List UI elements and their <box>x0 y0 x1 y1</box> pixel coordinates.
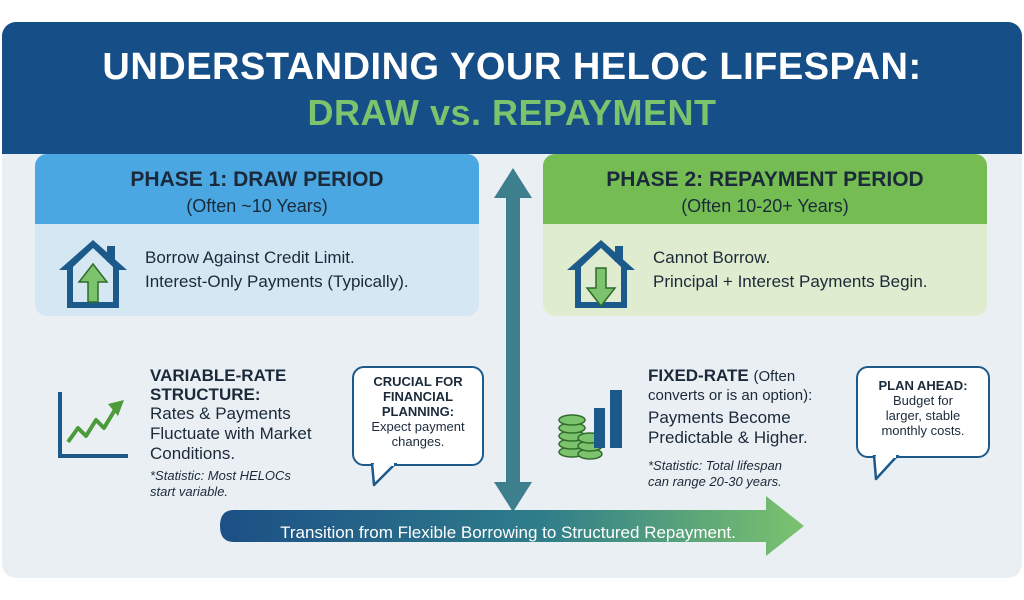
page-subtitle: DRAW vs. REPAYMENT <box>307 92 717 133</box>
phase2-subtitle: (Often 10-20+ Years) <box>681 196 849 216</box>
phase1-feature-heading2: STRUCTURE: <box>150 385 261 404</box>
divider-double-arrow <box>494 168 532 512</box>
phase2-feature-desc1: Payments Become <box>648 408 791 427</box>
phase2-stat-line2: can range 20-30 years. <box>648 474 782 489</box>
bubble1-heading3: PLANNING: <box>381 404 455 419</box>
bubble2-text2: larger, stable <box>885 408 961 423</box>
phase1-header: PHASE 1: DRAW PERIOD (Often ~10 Years) <box>35 154 479 224</box>
phase2-feature-desc2: Predictable & Higher. <box>648 428 808 447</box>
bubble1-heading1: CRUCIAL FOR <box>373 374 463 389</box>
coins-bar-chart-icon <box>558 390 622 460</box>
bubble1-tail <box>370 463 398 487</box>
phase2-feature: FIXED-RATE (Often converts or is an opti… <box>648 366 848 490</box>
page-title: UNDERSTANDING YOUR HELOC LIFESPAN: <box>102 46 922 88</box>
phase1-line1: Borrow Against Credit Limit. <box>145 248 355 267</box>
phase2-heading-text: FIXED-RATE <box>648 366 749 385</box>
phase2-title: PHASE 2: REPAYMENT PERIOD <box>606 168 924 191</box>
phase1-feature-desc3: Conditions. <box>150 444 236 463</box>
phase1-title: PHASE 1: DRAW PERIOD <box>130 168 384 191</box>
transition-arrow <box>220 496 804 556</box>
phase1-body: Borrow Against Credit Limit. Interest-On… <box>35 224 479 316</box>
house-down-arrow-icon <box>567 240 635 308</box>
transition-label: Transition from Flexible Borrowing to St… <box>280 523 736 542</box>
phase2-heading-note2: converts or is an option): <box>648 387 813 404</box>
phase2-callout-bubble: PLAN AHEAD: Budget for larger, stable mo… <box>856 366 990 458</box>
phase1-feature: VARIABLE-RATE STRUCTURE: Rates & Payment… <box>150 366 350 500</box>
phase1-stat-line2: start variable. <box>150 484 229 499</box>
house-up-arrow-icon <box>59 240 127 308</box>
phase2-line2: Principal + Interest Payments Begin. <box>653 272 928 291</box>
bubble2-text1: Budget for <box>893 393 953 408</box>
phase1-feature-desc2: Fluctuate with Market <box>150 424 312 443</box>
phase1-subtitle: (Often ~10 Years) <box>186 196 328 216</box>
bubble2-tail <box>872 455 900 481</box>
phase2-header: PHASE 2: REPAYMENT PERIOD (Often 10-20+ … <box>543 154 987 224</box>
phase2-feature-heading: FIXED-RATE (Often <box>648 366 848 386</box>
phase1-line2: Interest-Only Payments (Typically). <box>145 272 409 291</box>
phase2-stat-line1: *Statistic: Total lifespan <box>648 458 782 473</box>
phase1-feature-heading1: VARIABLE-RATE <box>150 366 287 385</box>
phase2-body: Cannot Borrow. Principal + Interest Paym… <box>543 224 987 316</box>
bubble1-heading2: FINANCIAL <box>382 389 454 404</box>
bubble2-heading1: PLAN AHEAD: <box>878 378 968 393</box>
phase2-heading-note1: (Often <box>753 368 796 385</box>
header-banner: UNDERSTANDING YOUR HELOC LIFESPAN: DRAW … <box>2 22 1022 154</box>
phase1-stat-line1: *Statistic: Most HELOCs <box>150 468 291 483</box>
phase2-line1: Cannot Borrow. <box>653 248 771 267</box>
phase1-statistic: *Statistic: Most HELOCs start variable. <box>150 468 350 500</box>
bubble2-text3: monthly costs. <box>881 423 965 438</box>
bubble1-text1: Expect payment <box>371 419 465 434</box>
bubble1-text2: changes. <box>391 434 445 449</box>
line-chart-up-icon <box>58 392 128 458</box>
phase1-callout-bubble: CRUCIAL FOR FINANCIAL PLANNING: Expect p… <box>352 366 484 466</box>
phase1-feature-desc1: Rates & Payments <box>150 404 291 423</box>
phase2-statistic: *Statistic: Total lifespan can range 20-… <box>648 458 848 490</box>
